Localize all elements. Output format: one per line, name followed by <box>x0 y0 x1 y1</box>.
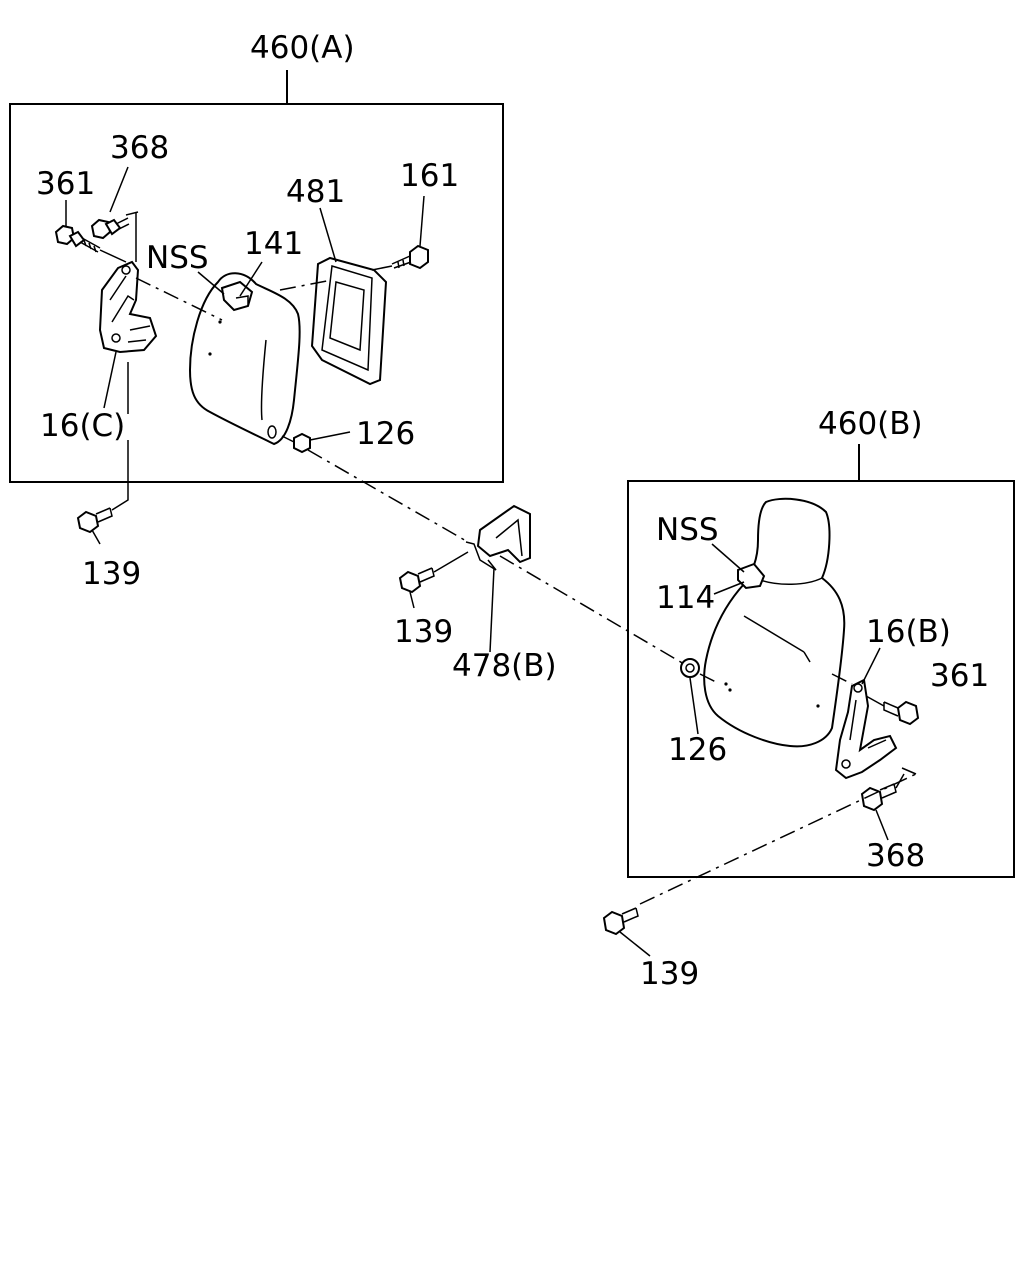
bolt-361-b-icon <box>883 700 920 726</box>
callout-b-114: 114 <box>656 580 715 616</box>
callout-a-139: 139 <box>82 556 141 592</box>
hinge-bracket-16b <box>834 678 898 780</box>
callout-b-126: 126 <box>668 732 727 768</box>
bolt-368-b-icon <box>860 783 897 812</box>
seat-back-b <box>703 497 846 748</box>
clip-114-icon <box>737 562 766 590</box>
callout-a-126: 126 <box>356 416 415 452</box>
bolt-139-a-icon <box>76 507 113 534</box>
assembly-lines <box>135 277 917 905</box>
panel-481 <box>310 256 388 386</box>
callout-a-161: 161 <box>400 158 459 194</box>
callout-a-141: 141 <box>244 226 303 262</box>
group-a-frame: 460(A) <box>9 30 504 483</box>
callout-a-361: 361 <box>36 166 95 202</box>
group-b-label: 460(B) <box>818 406 923 442</box>
callout-a-nss: NSS <box>146 240 209 276</box>
bolt-139-mid-icon <box>398 567 435 594</box>
bolt-139-b-icon <box>602 907 639 936</box>
group-a-label: 460(A) <box>250 30 355 66</box>
group-b-frame: 460(B) <box>627 406 1015 878</box>
nut-126-a-icon <box>281 432 311 454</box>
callout-mid-478b: 478(B) <box>452 648 557 684</box>
seat-back-cushion-a <box>188 272 301 446</box>
bolt-368-icon <box>90 217 130 240</box>
callout-b-368: 368 <box>866 838 925 874</box>
nut-126-b-icon <box>680 658 700 678</box>
callout-b-139: 139 <box>640 956 699 992</box>
screw-161-icon <box>391 244 429 270</box>
callout-a-481: 481 <box>286 174 345 210</box>
callout-b-nss: NSS <box>656 512 719 548</box>
bracket-478b <box>465 504 531 571</box>
callout-mid-139: 139 <box>394 614 453 650</box>
hinge-bracket-16c <box>98 260 158 354</box>
callout-a-368: 368 <box>110 130 169 166</box>
callout-b-361: 361 <box>930 658 989 694</box>
callout-a-16c: 16(C) <box>40 408 125 444</box>
callouts: 368 361 481 161 NSS 141 16(C) 126 139 13… <box>36 130 989 992</box>
callout-b-16b: 16(B) <box>866 614 951 650</box>
leader-lines <box>65 166 889 957</box>
bolt-361-icon <box>54 224 101 253</box>
